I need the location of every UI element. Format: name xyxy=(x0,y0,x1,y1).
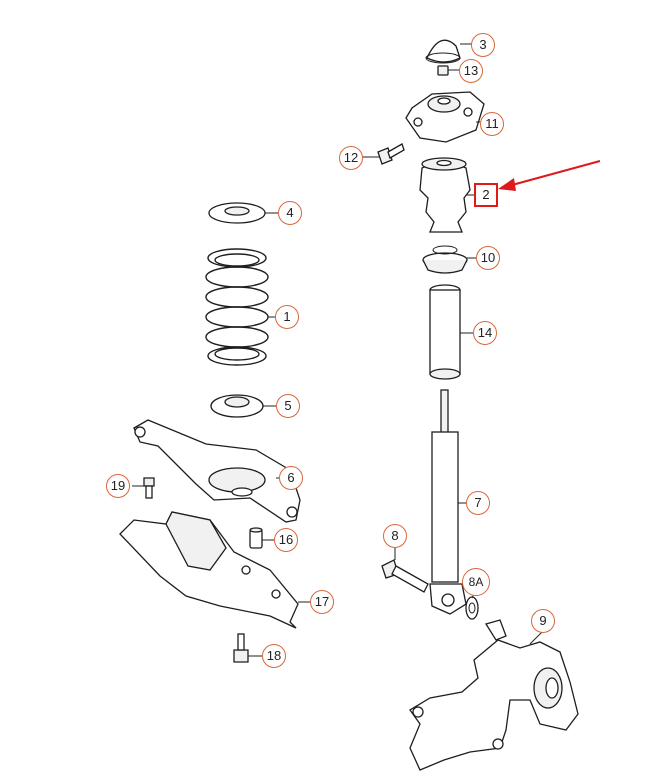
callout-6[interactable]: 6 xyxy=(279,466,303,490)
callout-10[interactable]: 10 xyxy=(476,246,500,270)
callout-19[interactable]: 19 xyxy=(106,474,130,498)
callout-3[interactable]: 3 xyxy=(471,33,495,57)
bracket-part xyxy=(119,511,299,629)
callout-7[interactable]: 7 xyxy=(466,491,490,515)
bolt-18-part xyxy=(233,633,249,663)
callout-1[interactable]: 1 xyxy=(275,305,299,329)
callout-8[interactable]: 8 xyxy=(383,524,407,548)
top-mount-part xyxy=(405,91,485,143)
bolt-8-part xyxy=(381,559,429,593)
nut-part xyxy=(437,65,449,76)
callout-12[interactable]: 12 xyxy=(339,146,363,170)
upper-spring-pad-part xyxy=(208,202,266,224)
bump-stop-part xyxy=(419,157,471,233)
bolt-19-part xyxy=(143,477,155,499)
callout-14[interactable]: 14 xyxy=(473,321,497,345)
callout-5[interactable]: 5 xyxy=(276,394,300,418)
callout-17[interactable]: 17 xyxy=(310,590,334,614)
bushing-part xyxy=(249,527,263,549)
transverse-link-part xyxy=(133,419,301,523)
protective-sleeve-part xyxy=(429,284,461,380)
callout-18[interactable]: 18 xyxy=(262,644,286,668)
spring-seat-part xyxy=(422,245,468,274)
callout-2[interactable]: 2 xyxy=(474,183,498,207)
shock-absorber-part xyxy=(429,389,467,615)
callout-16[interactable]: 16 xyxy=(274,528,298,552)
leader-lines xyxy=(132,43,543,657)
callout-8a[interactable]: 8A xyxy=(462,568,490,596)
callout-11[interactable]: 11 xyxy=(480,112,504,136)
hub-carrier-part xyxy=(409,619,579,771)
highlight-arrow xyxy=(498,159,601,191)
lower-spring-pad-part xyxy=(210,394,264,418)
callout-9[interactable]: 9 xyxy=(531,609,555,633)
bolt-12-part xyxy=(377,143,405,165)
callout-13[interactable]: 13 xyxy=(459,59,483,83)
dust-cap-part xyxy=(425,39,461,64)
washer-8a-part xyxy=(465,596,479,620)
callout-4[interactable]: 4 xyxy=(278,201,302,225)
coil-spring-part xyxy=(205,248,269,366)
